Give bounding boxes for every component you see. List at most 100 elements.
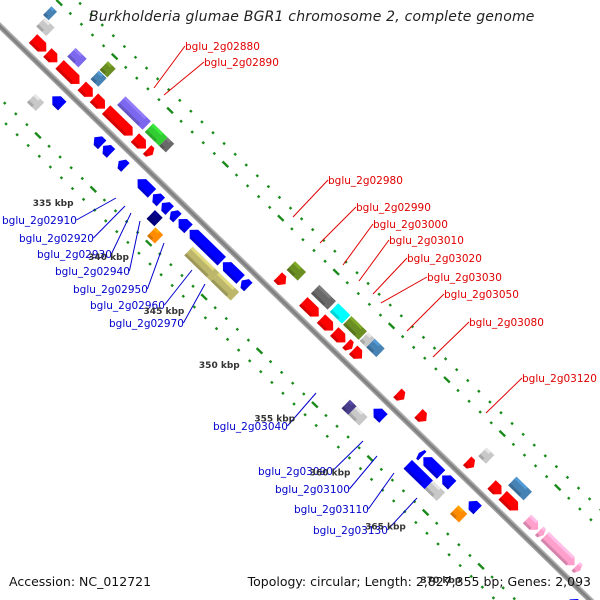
gene-feature-box[interactable] — [286, 261, 307, 281]
gene-feature-arrow[interactable] — [115, 157, 130, 172]
gene-feature-arrow[interactable] — [185, 226, 226, 266]
gene-feature-arrow[interactable] — [167, 207, 182, 223]
gene-feature-box[interactable] — [508, 476, 532, 501]
gene-feature-arrow[interactable] — [174, 215, 193, 234]
gene-feature-box[interactable] — [403, 460, 433, 490]
gene-feature-box[interactable] — [478, 447, 495, 464]
gene-feature-arrow[interactable] — [463, 456, 478, 472]
feature-shadow — [468, 507, 476, 515]
gene-feature-arrow[interactable] — [369, 404, 388, 423]
gene-feature-arrow[interactable] — [438, 471, 457, 490]
gene-label[interactable]: bglu_2g02920 — [19, 233, 94, 245]
leader-line — [287, 392, 317, 427]
gene-feature-arrow[interactable] — [158, 199, 174, 215]
gene-feature-arrow[interactable] — [393, 388, 408, 404]
gene-feature-box[interactable] — [99, 61, 116, 78]
gene-feature-box[interactable] — [117, 96, 151, 130]
gene-feature-arrow[interactable] — [487, 480, 505, 498]
gene-feature-box[interactable] — [341, 399, 357, 415]
gene-label[interactable]: bglu_2g03000 — [373, 219, 448, 231]
gene-label[interactable]: bglu_2g02980 — [328, 175, 403, 187]
gene-feature-arrow[interactable] — [43, 48, 61, 66]
gene-label[interactable]: bglu_2g03020 — [407, 253, 482, 265]
gene-feature-arrow[interactable] — [565, 595, 583, 600]
gene-feature-arrow[interactable] — [142, 145, 157, 159]
gene-feature-arrow[interactable] — [348, 345, 366, 363]
gene-feature-box[interactable] — [343, 316, 367, 340]
gene-feature-arrow[interactable] — [330, 327, 349, 346]
gene-feature-box[interactable] — [159, 137, 175, 153]
gene-label[interactable]: bglu_2g02960 — [90, 300, 165, 312]
gene-feature-box[interactable] — [146, 210, 163, 227]
gene-label[interactable]: bglu_2g02970 — [109, 318, 184, 330]
gene-feature-arrow[interactable] — [77, 81, 97, 101]
feature-highlight — [349, 316, 363, 330]
gene-feature-box[interactable] — [450, 505, 468, 523]
gene-feature-arrow[interactable] — [419, 453, 446, 479]
gene-label[interactable]: bglu_2g03090 — [258, 466, 333, 478]
gene-label[interactable]: bglu_2g02940 — [55, 266, 130, 278]
gene-label[interactable]: bglu_2g03130 — [313, 525, 388, 537]
gene-feature-arrow[interactable] — [101, 105, 137, 139]
gene-feature-arrow[interactable] — [465, 497, 482, 515]
gene-label[interactable]: bglu_2g02890 — [204, 57, 279, 69]
minor-tick — [266, 184, 271, 189]
gene-feature-arrow[interactable] — [149, 190, 165, 207]
gene-label[interactable]: bglu_2g02950 — [73, 284, 148, 296]
gene-feature-arrow[interactable] — [130, 133, 150, 152]
gene-label[interactable]: bglu_2g02990 — [356, 202, 431, 214]
gene-label[interactable]: bglu_2g03110 — [294, 504, 369, 516]
gene-feature-arrow[interactable] — [498, 490, 522, 515]
gene-label[interactable]: bglu_2g03050 — [444, 289, 519, 301]
gene-feature-box[interactable] — [67, 47, 87, 68]
gene-feature-box[interactable] — [144, 123, 168, 146]
gene-feature-arrow[interactable] — [99, 142, 116, 158]
gene-feature-box[interactable] — [359, 332, 375, 348]
gene-feature-box[interactable] — [90, 70, 107, 87]
gene-label[interactable]: bglu_2g03030 — [427, 272, 502, 284]
gene-feature-arrow[interactable] — [89, 93, 109, 113]
gene-feature-arrow[interactable] — [299, 297, 323, 321]
gene-feature-box[interactable] — [184, 246, 220, 282]
gene-feature-box[interactable] — [36, 17, 55, 37]
gene-label[interactable]: bglu_2g02880 — [185, 41, 260, 53]
gene-feature-box[interactable] — [348, 406, 368, 426]
gene-feature-box[interactable] — [329, 303, 351, 324]
gene-feature-box[interactable] — [424, 480, 446, 501]
gene-feature-arrow[interactable] — [48, 92, 67, 111]
gene-label[interactable]: bglu_2g03080 — [469, 317, 544, 329]
gene-feature-arrow[interactable] — [535, 526, 548, 540]
gene-label[interactable]: bglu_2g03100 — [275, 484, 350, 496]
gene-feature-arrow[interactable] — [342, 339, 356, 353]
gene-feature-box[interactable] — [310, 284, 336, 310]
gene-label[interactable]: bglu_2g03120 — [522, 373, 597, 385]
minor-tick — [414, 520, 418, 525]
gene-feature-box[interactable] — [210, 272, 240, 301]
gene-feature-arrow[interactable] — [522, 514, 542, 534]
gene-feature-arrow[interactable] — [55, 60, 83, 88]
gene-feature-arrow[interactable] — [571, 562, 585, 575]
gene-label[interactable]: bglu_2g02910 — [2, 215, 77, 227]
gene-feature-box[interactable] — [147, 227, 164, 244]
gene-feature-arrow[interactable] — [414, 409, 430, 425]
gene-feature-arrow[interactable] — [316, 314, 338, 334]
gene-feature-arrow[interactable] — [415, 449, 427, 461]
gene-feature-box[interactable] — [366, 338, 385, 358]
minor-tick — [425, 531, 429, 535]
feature-highlight — [379, 408, 388, 417]
feature-shadow — [43, 54, 51, 63]
gene-label[interactable]: bglu_2g03010 — [389, 235, 464, 247]
gene-label[interactable]: bglu_2g02930 — [37, 249, 112, 261]
gene-feature-box[interactable] — [26, 93, 45, 112]
gene-feature-arrow[interactable] — [237, 276, 253, 292]
gene-feature-arrow[interactable] — [90, 133, 107, 150]
gene-feature-arrow[interactable] — [133, 175, 157, 198]
gene-feature-arrow[interactable] — [540, 531, 579, 570]
gene-feature-arrow[interactable] — [28, 34, 51, 56]
gene-feature-arrow[interactable] — [273, 272, 290, 288]
gene-feature-arrow[interactable] — [219, 258, 245, 284]
minor-tick — [148, 262, 152, 266]
gene-label[interactable]: bglu_2g03040 — [213, 421, 288, 433]
gene-feature-box[interactable] — [43, 6, 58, 21]
feature-shadow — [184, 253, 209, 278]
